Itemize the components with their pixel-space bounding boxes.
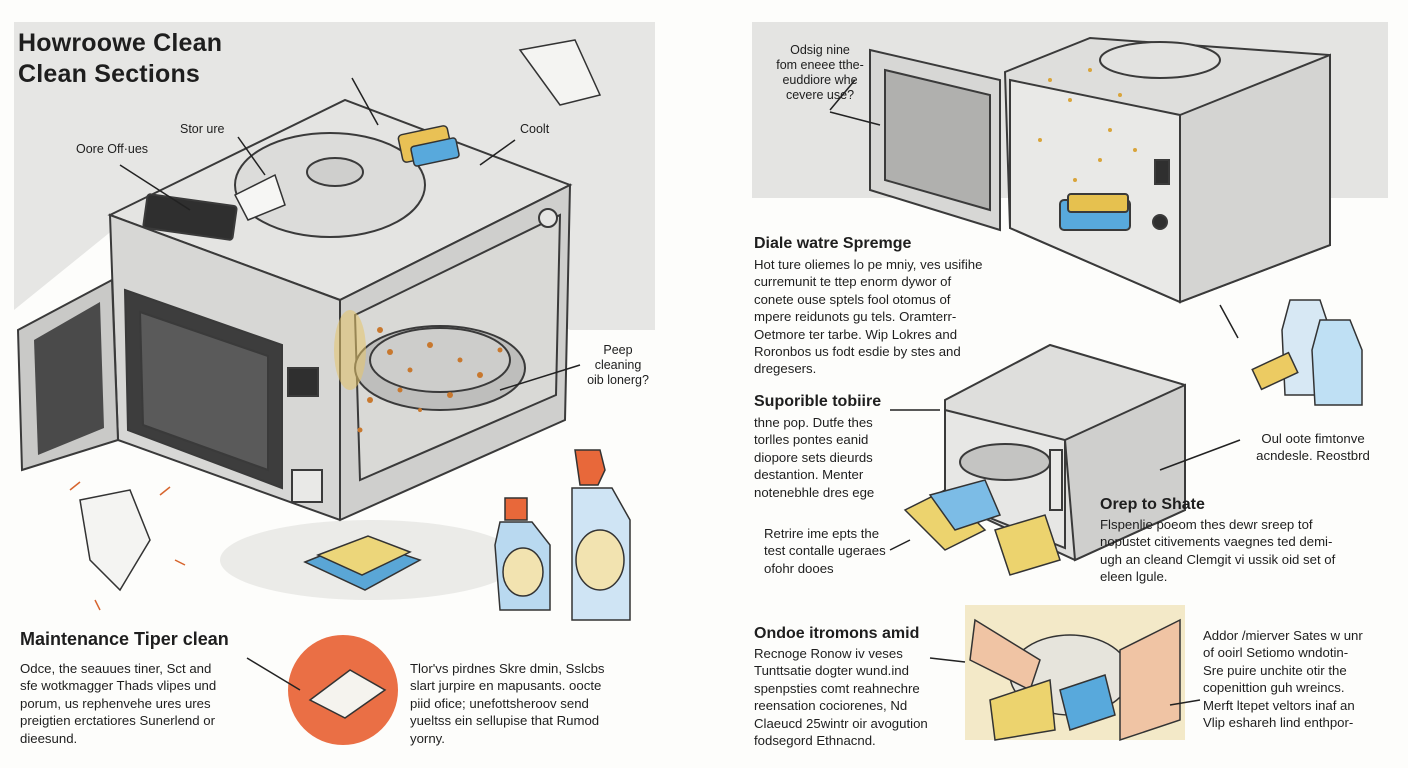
cleaner-bottles: [494, 449, 631, 621]
oul-callout: Oul oote fimtonve acndesle. Reostbrd: [1256, 431, 1370, 464]
section1-heading: Diale watre Spremge: [754, 235, 912, 252]
crumpled-tissue: [79, 489, 151, 592]
food-crumbs: [357, 327, 503, 433]
leader-lines: [119, 77, 1241, 706]
maintenance-heading: Maintenance Tiper clean: [20, 629, 229, 649]
rebitue-callout: Retrire ime epts the test contalle ugera…: [764, 526, 886, 576]
top-right-microwave: [869, 36, 1331, 304]
middle-microwave: [944, 343, 1186, 562]
section3-heading: Orep to Shate: [1100, 496, 1205, 513]
callout-offtes: Oore Off·ues: [76, 142, 149, 156]
section4-heading: Ondoe itromons amid: [754, 625, 920, 642]
callout-prep: Peep cleaning oib lonerg?: [587, 343, 649, 387]
page-title: Howroowe Clean Clean Sections: [18, 29, 223, 88]
section4-body: Recnoge Ronow iv veses Tunttsatie dogter…: [754, 646, 928, 749]
section5-body: Addor /mierver Sates w unr of ooirl Seti…: [1203, 628, 1363, 731]
right-bottles: [1251, 299, 1363, 406]
right-top-callout: Odsig nine fom eneee tthe- euddiore whe …: [776, 43, 864, 102]
section2-body: thne pop. Dutfe thes torlles pontes eani…: [754, 415, 875, 500]
section1-body: Hot ture oliemes lo pe mniy, ves usifihe…: [754, 257, 983, 377]
section3-body: Flspenlie poeom thes dewr sreep tof nopu…: [1100, 517, 1336, 585]
top-cloth: [518, 39, 602, 106]
maintenance-body: Odce, the seauues tiner, Sct and sfe wot…: [20, 661, 217, 746]
section2-heading: Suporible tobiire: [754, 393, 882, 410]
callout-cook: Coolt: [520, 122, 550, 136]
large-microwave-illustration: [107, 98, 573, 522]
middle-sponges: [903, 479, 1061, 576]
callout-store: Stor ure: [180, 122, 225, 136]
tip-body: Tlor'vs pirdnes Skre dmin, Sslcbs slart …: [410, 661, 605, 746]
